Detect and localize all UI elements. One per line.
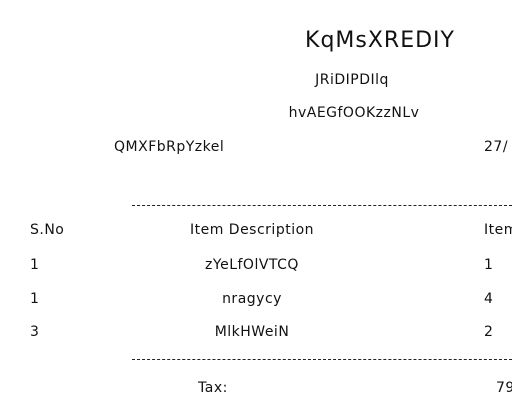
table-row-1-items: 1 bbox=[484, 257, 494, 273]
receipt-date: 27/ bbox=[484, 139, 509, 155]
top-divider bbox=[132, 205, 512, 206]
table-row-3-description: MlkHWeiN bbox=[214, 324, 290, 340]
tax-value: 79 bbox=[496, 380, 512, 396]
table-row-2-description: nragycy bbox=[222, 291, 282, 307]
header-description: Item Description bbox=[189, 222, 315, 238]
table-row-3-items: 2 bbox=[484, 324, 494, 340]
store-subtitle-1: JRiDIPDIlq bbox=[315, 72, 389, 88]
header-items: Items bbox=[484, 222, 512, 238]
table-row-2-items: 4 bbox=[484, 291, 494, 307]
header-sno: S.No bbox=[30, 222, 65, 238]
receipt-meta-left: QMXFbRpYzkel bbox=[114, 139, 225, 155]
table-row-1-sno: 1 bbox=[30, 257, 40, 273]
table-row-2-sno: 1 bbox=[30, 291, 40, 307]
bottom-divider bbox=[132, 359, 512, 360]
store-name: KqMsXREDIY bbox=[305, 28, 455, 53]
table-row-1-description: zYeLfOlVTCQ bbox=[205, 257, 299, 273]
store-subtitle-2: hvAEGfOOKzzNLv bbox=[288, 105, 420, 121]
tax-label: Tax: bbox=[198, 380, 228, 396]
table-row-3-sno: 3 bbox=[30, 324, 40, 340]
